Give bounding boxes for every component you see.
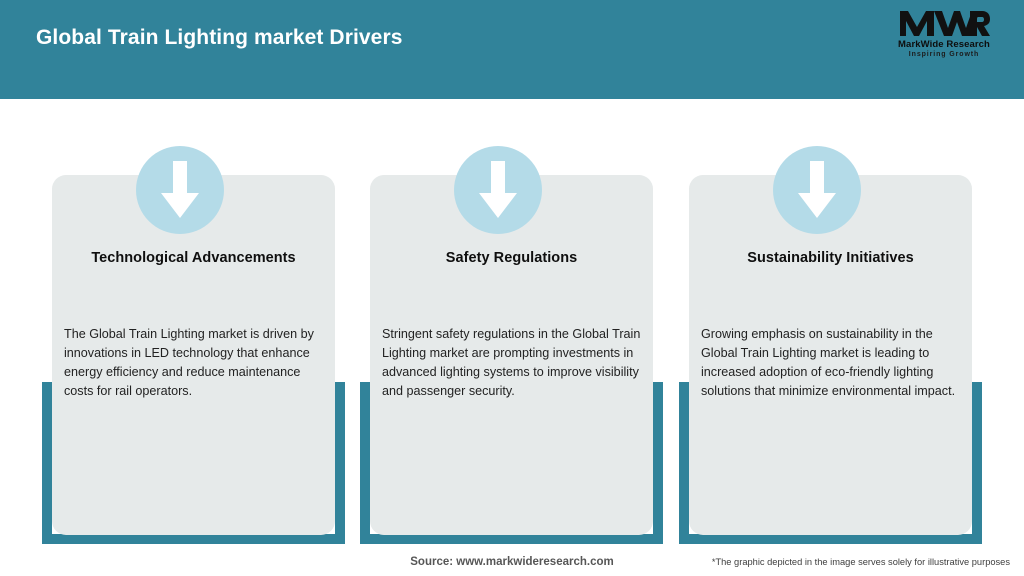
logo-company-name: MarkWide Research xyxy=(898,39,990,50)
frame-bottom-bar xyxy=(360,534,663,544)
down-arrow-icon xyxy=(454,146,542,234)
frame-left-bar xyxy=(42,382,52,534)
frame-left-bar xyxy=(679,382,689,534)
driver-frame-1 xyxy=(42,382,345,544)
page-title: Global Train Lighting market Drivers xyxy=(36,26,403,49)
mwr-monogram-icon xyxy=(900,11,990,36)
driver-frame-2 xyxy=(360,382,663,544)
drivers-stage: Technological Advancements The Global Tr… xyxy=(0,99,1024,576)
driver-card-2[interactable]: Safety Regulations Stringent safety regu… xyxy=(360,99,663,545)
brand-logo: MarkWide Research Inspiring Growth xyxy=(890,8,998,64)
driver-body-3: Growing emphasis on sustainability in th… xyxy=(701,327,956,398)
driver-body-2: Stringent safety regulations in the Glob… xyxy=(382,327,641,398)
footer-source: Source: www.markwideresearch.com xyxy=(410,556,614,568)
frame-bottom-bar xyxy=(42,534,345,544)
footer-disclaimer: *The graphic depicted in the image serve… xyxy=(711,557,1010,567)
driver-body-1: The Global Train Lighting market is driv… xyxy=(64,327,314,398)
page-header: Global Train Lighting market Drivers Mar… xyxy=(0,0,1024,99)
logo-tagline: Inspiring Growth xyxy=(908,51,980,58)
frame-right-bar xyxy=(335,382,345,534)
frame-right-bar xyxy=(653,382,663,534)
driver-card-3[interactable]: Sustainability Initiatives Growing empha… xyxy=(679,99,982,545)
driver-card-1[interactable]: Technological Advancements The Global Tr… xyxy=(42,99,345,545)
driver-card-panel-3: Sustainability Initiatives Growing empha… xyxy=(689,175,972,535)
driver-card-panel-2: Safety Regulations Stringent safety regu… xyxy=(370,175,653,535)
frame-left-bar xyxy=(360,382,370,534)
frame-right-bar xyxy=(972,382,982,534)
driver-title-3: Sustainability Initiatives xyxy=(747,250,914,266)
driver-title-1: Technological Advancements xyxy=(91,250,296,266)
down-arrow-icon xyxy=(136,146,224,234)
driver-card-panel-1: Technological Advancements The Global Tr… xyxy=(52,175,335,535)
frame-bottom-bar xyxy=(679,534,982,544)
driver-title-2: Safety Regulations xyxy=(445,250,578,266)
driver-frame-3 xyxy=(679,382,982,544)
down-arrow-icon xyxy=(773,146,861,234)
